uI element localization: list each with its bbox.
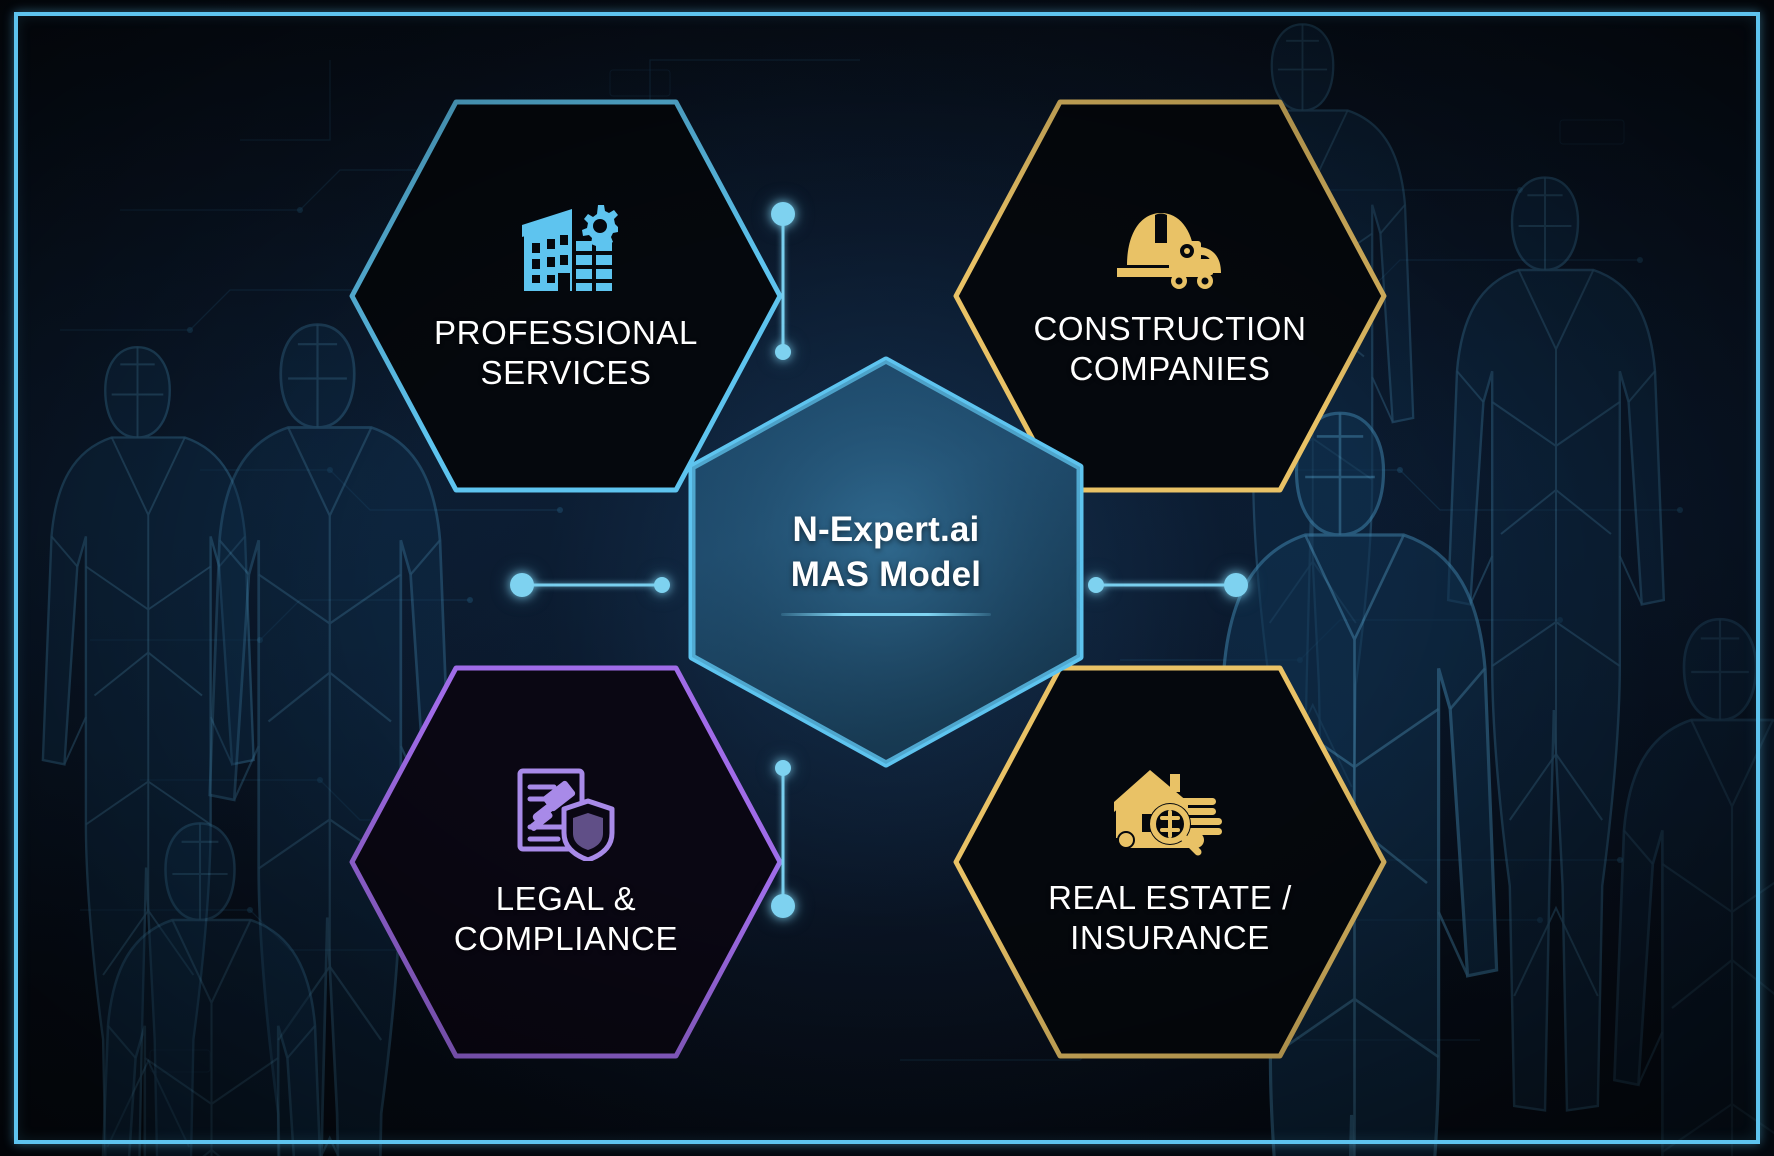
connector-bottom-outer-dot (771, 894, 795, 918)
connector-right (1088, 562, 1250, 608)
connector-left-outer-dot (510, 573, 534, 597)
connector-top-inner-dot (775, 344, 791, 360)
connector-left (508, 562, 670, 608)
connector-right-inner-dot (1088, 577, 1104, 593)
connector-top-outer-dot (771, 202, 795, 226)
connector-top-line (781, 214, 785, 350)
connector-bottom-line (781, 770, 785, 906)
connector-bottom-inner-dot (775, 760, 791, 776)
connector-left-line (522, 583, 660, 587)
connector-top (760, 200, 806, 360)
connector-left-inner-dot (654, 577, 670, 593)
center-node[interactable]: N-Expert.ai MAS Model (676, 352, 1096, 772)
connector-right-outer-dot (1224, 573, 1248, 597)
center-hexagon-outline (688, 356, 1084, 768)
connector-right-line (1098, 583, 1236, 587)
connector-bottom (760, 760, 806, 920)
